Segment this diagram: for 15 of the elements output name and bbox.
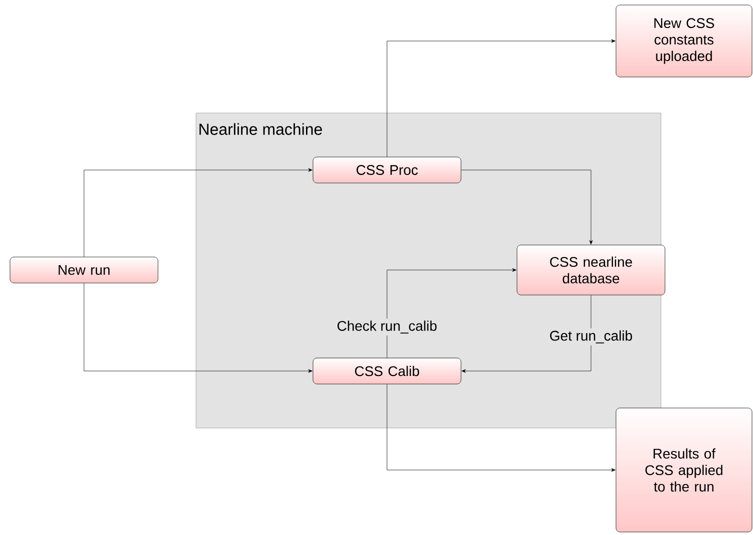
arrow [386, 384, 616, 472]
edge-label: Check run_calib [334, 318, 440, 336]
arrow [386, 39, 616, 157]
process-box: CSS nearline database [516, 244, 666, 296]
arrow [461, 170, 593, 244]
process-box: CSS Proc [312, 156, 462, 184]
arrow [84, 168, 312, 257]
process-box: Results of CSS applied to the run [616, 408, 752, 532]
process-box: CSS Calib [312, 358, 462, 384]
process-box: New run [10, 256, 158, 284]
arrow [462, 295, 592, 373]
arrow [84, 283, 312, 373]
edge-label: Get run_calib [547, 328, 635, 346]
arrow [386, 268, 516, 358]
process-box: New CSS constants uploaded [616, 4, 752, 78]
